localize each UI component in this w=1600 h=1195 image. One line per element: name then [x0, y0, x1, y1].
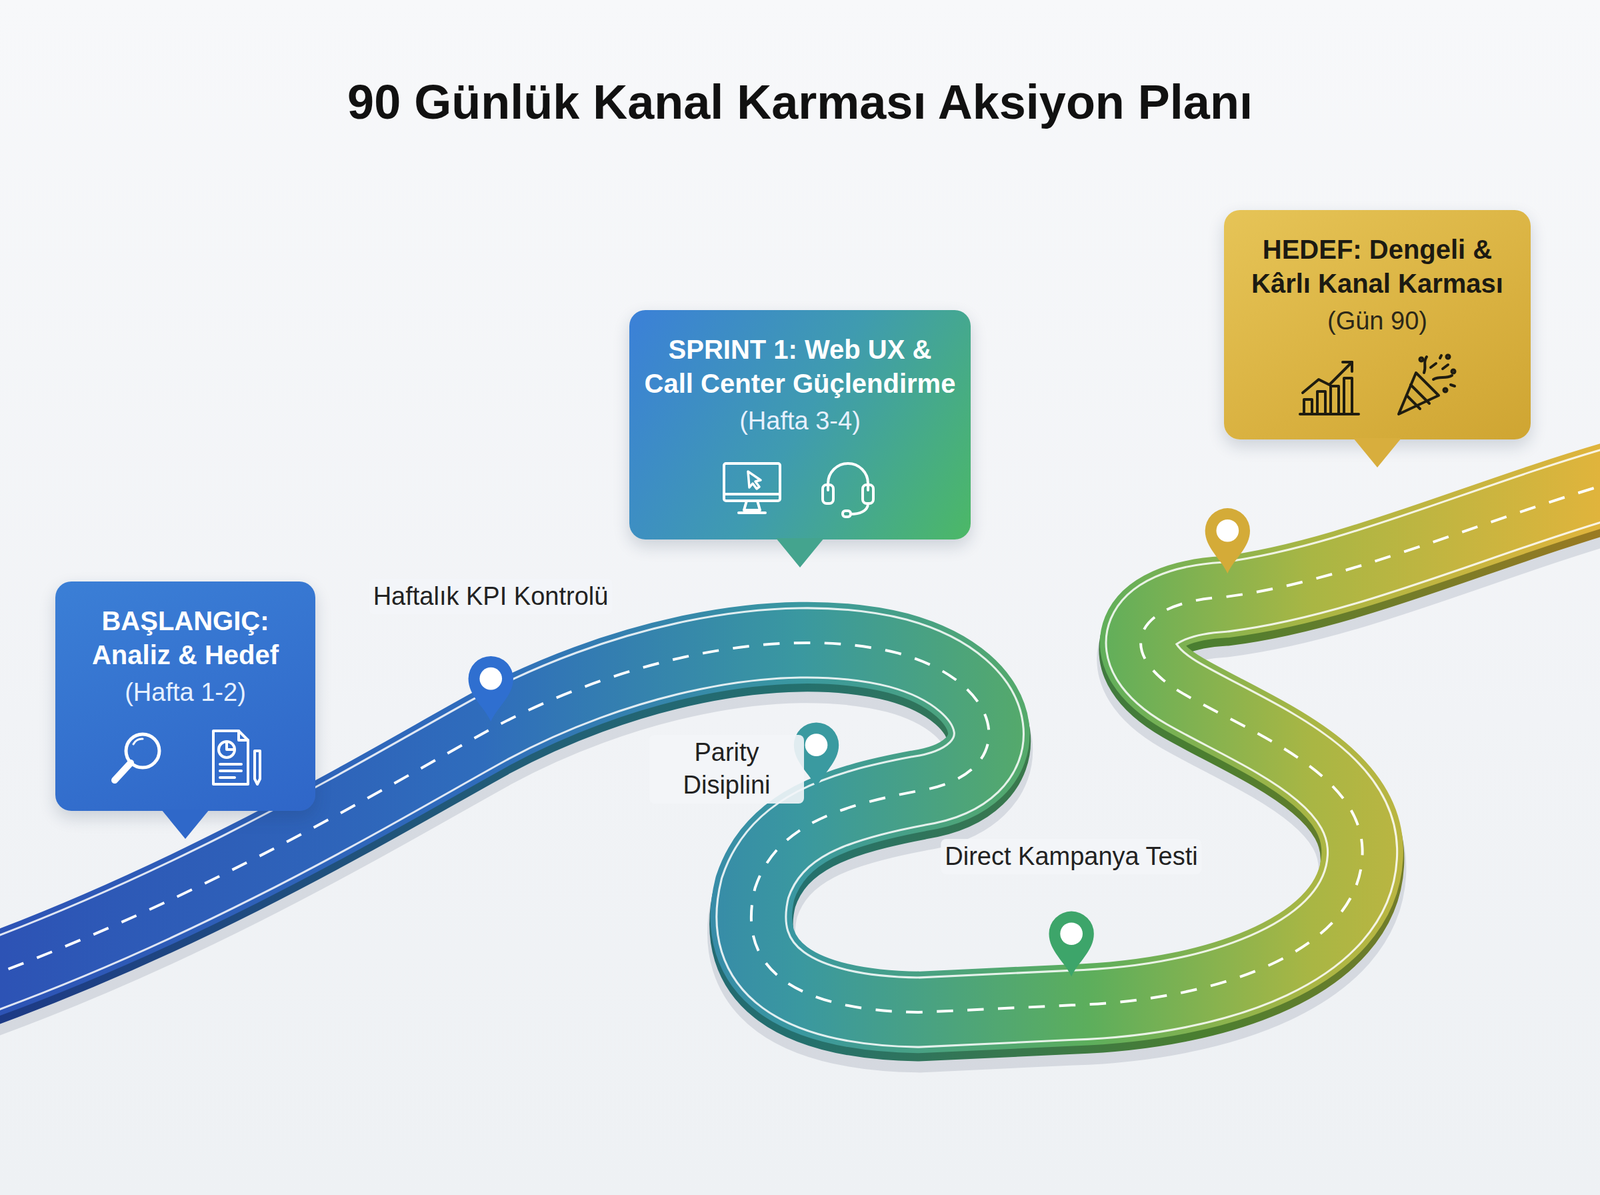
- callout-period: (Hafta 3-4): [739, 404, 861, 438]
- icon-row: [1296, 352, 1459, 420]
- callout-period: (Gün 90): [1327, 304, 1428, 338]
- map-pin: [1048, 911, 1094, 977]
- callout-box: HEDEF: Dengeli & Kârlı Kanal Karması(Gün…: [1224, 210, 1531, 440]
- icon-row: [718, 452, 882, 520]
- headset-icon: [814, 452, 882, 520]
- milestone-label: Parity Disiplini: [649, 734, 804, 804]
- monitor-icon: [718, 452, 786, 520]
- callout-heading: SPRINT 1: Web UX & Call Center Güçlendir…: [641, 332, 959, 401]
- callout-period: (Hafta 1-2): [124, 676, 246, 709]
- party-popper-icon: [1392, 352, 1459, 420]
- diagram-title: 90 Günlük Kanal Karması Aksiyon Planı: [0, 74, 1600, 130]
- milestone-label: Direct Kampanya Testi: [940, 838, 1202, 874]
- map-pin: [1205, 508, 1250, 574]
- callout-box: BAŞLANGIÇ: Analiz & Hedef (Hafta 1-2): [55, 581, 316, 811]
- icon-row: [104, 724, 267, 791]
- magnifier-icon: [104, 724, 171, 791]
- milestone-label: Haftalık KPI Kontrolü: [369, 578, 613, 614]
- report-icon: [200, 724, 267, 791]
- growth-chart-icon: [1296, 352, 1363, 420]
- map-pin: [468, 656, 514, 722]
- callout-box: SPRINT 1: Web UX & Call Center Güçlendir…: [629, 310, 971, 540]
- callout-heading: BAŞLANGIÇ: Analiz & Hedef: [67, 604, 304, 672]
- callout-heading: HEDEF: Dengeli & Kârlı Kanal Karması: [1236, 232, 1519, 301]
